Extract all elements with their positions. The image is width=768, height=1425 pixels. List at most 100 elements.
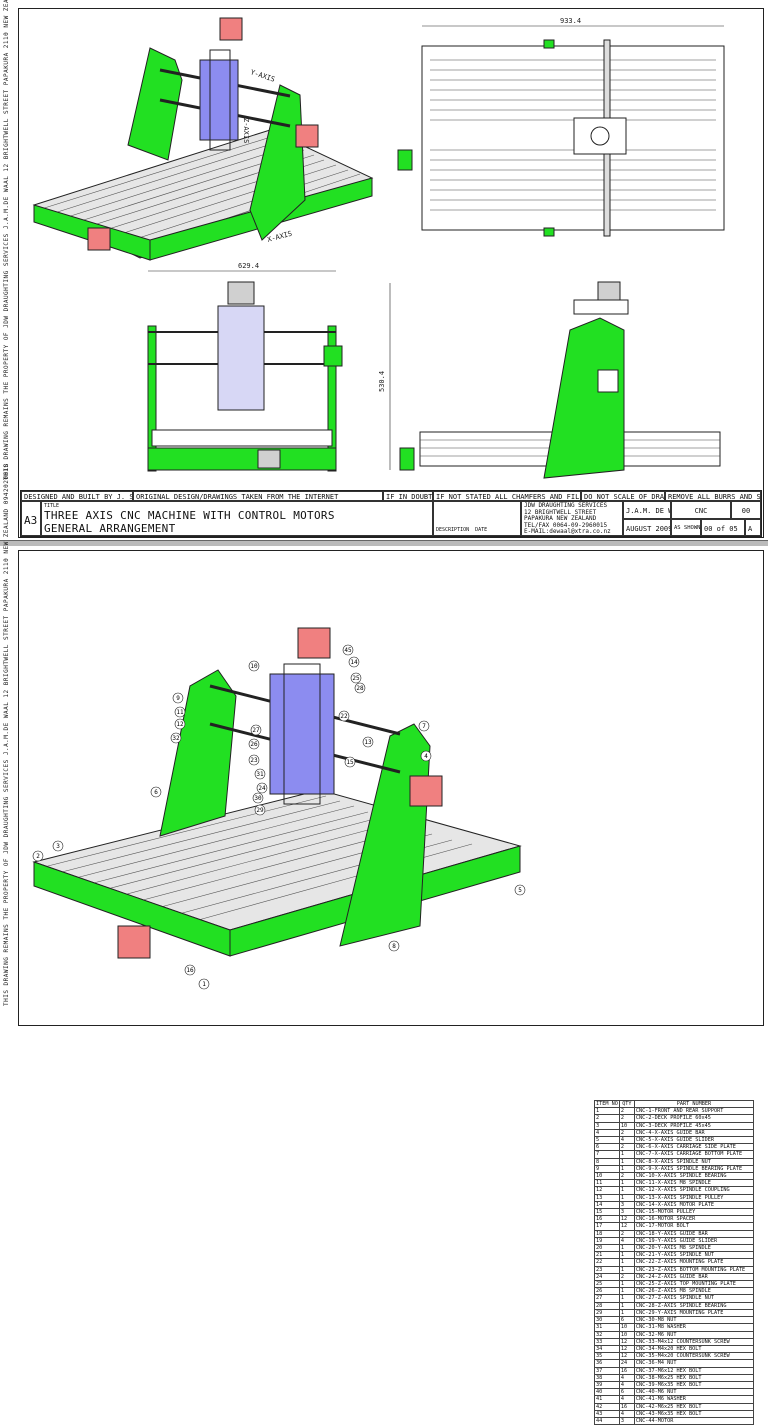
item-balloon-number: 7: [422, 723, 426, 730]
parts-cell-part: CNC-33-M4x12 COUNTERSUNK SCREW: [633, 1337, 755, 1346]
parts-cell-part: CNC-14-X-AXIS MOTOR PLATE: [633, 1200, 755, 1210]
burrs-note: REMOVE ALL BURRS AND SHARP EDGES: [665, 491, 761, 501]
parts-cell-qty: 1: [618, 1251, 635, 1260]
company-phone: TEL/FAX 0064-09-2960015: [524, 521, 608, 529]
parts-cell-part: CNC-23-Z-AXIS BOTTOM MOUNTING PLATE: [633, 1265, 755, 1274]
item-balloon-number: 23: [250, 757, 258, 764]
iso-view: Y-AXIS Z-AXIS X-AXIS: [32, 17, 374, 261]
parts-cell-qty: 1: [618, 1287, 635, 1296]
parts-cell-qty: 1: [618, 1301, 635, 1310]
item-balloon-number: 1: [202, 981, 206, 988]
item-balloon: [388, 940, 400, 952]
parts-cell-part: CNC-27-Z-AXIS SPINDLE NUT: [633, 1294, 755, 1303]
parts-cell-item: 19: [594, 1236, 620, 1246]
parts-cell-part: CNC-10-X-AXIS SPINDLE BEARING: [633, 1172, 755, 1181]
item-balloon: [174, 718, 186, 730]
item-balloon: [338, 710, 350, 722]
parts-cell-item: 24: [594, 1272, 620, 1282]
parts-cell-qty: 4: [618, 1380, 635, 1390]
parts-cell-item: 42: [594, 1402, 620, 1411]
parts-cell-part: CNC-25-Z-AXIS TOP MOUNTING PLATE: [633, 1280, 755, 1289]
item-balloon: [252, 792, 264, 804]
sheet-border: [18, 8, 764, 538]
parts-cell-item: 12: [594, 1186, 620, 1195]
item-balloon: [170, 732, 182, 744]
parts-cell-qty: 3: [618, 1200, 635, 1210]
parts-cell-qty: 6: [618, 1388, 635, 1397]
parts-cell-item: 9: [594, 1164, 620, 1174]
item-balloon-number: 8: [392, 943, 396, 950]
parts-cell-item: 33: [594, 1337, 620, 1346]
item-balloon-number: 26: [250, 741, 258, 748]
parts-cell-item: 40: [594, 1388, 620, 1397]
parts-cell-item: 18: [594, 1229, 620, 1238]
item-balloon: [32, 850, 44, 862]
parts-cell-part: CNC-13-X-AXIS SPINDLE PULLEY: [633, 1193, 755, 1202]
item-balloon-number: 10: [250, 663, 258, 670]
parts-cell-item: 15: [594, 1208, 620, 1217]
parts-cell-part: CNC-43-M6x35 HEX BOLT: [633, 1409, 755, 1418]
item-balloon-number: 5: [518, 887, 522, 894]
parts-cell-qty: 4: [618, 1373, 635, 1382]
header-item-no: ITEM NO: [594, 1099, 620, 1109]
parts-cell-part: CNC-6-X-AXIS CARRIAGE SIDE PLATE: [633, 1143, 755, 1152]
parts-cell-part: CNC-16-MOTOR SPACER: [633, 1215, 755, 1224]
item-balloon-number: 2: [36, 853, 40, 860]
parts-cell-part: CNC-37-M6x12 HEX BOLT: [633, 1366, 755, 1375]
parts-cell-part: CNC-38-M6x25 HEX BOLT: [633, 1373, 755, 1382]
parts-cell-item: 36: [594, 1359, 620, 1368]
parts-cell-part: CNC-12-X-AXIS SPINDLE COUPLING: [633, 1186, 755, 1195]
parts-cell-qty: 1: [618, 1164, 635, 1174]
drawing-views: Y-AXIS Z-AXIS X-AXIS 933.4: [32, 17, 725, 479]
item-balloon: [250, 724, 262, 736]
title-block: DESIGNED AND BUILT BY J. STINISSEN ORIGI…: [20, 490, 762, 537]
item-balloon: [514, 884, 526, 896]
parts-cell-item: 23: [594, 1265, 620, 1274]
company-block: JDW DRAUGHTING SERVICES 12 BRIGHTWELL ST…: [521, 501, 623, 536]
z-axis-label: Z-AXIS: [242, 118, 250, 143]
drawing-sheet-general-arrangement: THIS DRAWING REMAINS THE PROPERTY OF JDW…: [0, 0, 768, 540]
item-balloon: [348, 656, 360, 668]
rev-description: DESCRIPTION: [436, 527, 470, 533]
parts-cell-qty: 1: [618, 1179, 635, 1188]
drawing-date: AUGUST 2009: [623, 519, 671, 536]
parts-cell-part: CNC-44-MOTOR: [633, 1416, 755, 1425]
item-balloon-number: 30: [254, 795, 262, 802]
parts-cell-part: CNC-3-DECK PROFILE 45x45: [633, 1121, 755, 1130]
exploded-iso-view: 4525142810911123227262331243029227462315…: [32, 627, 526, 990]
parts-cell-qty: 1: [618, 1244, 635, 1253]
item-balloon: [248, 660, 260, 672]
item-balloon-number: 9: [176, 695, 180, 702]
title-cell: TITLE THREE AXIS CNC MACHINE WITH CONTRO…: [41, 501, 433, 536]
parts-cell-part: CNC-30-M8 NUT: [633, 1316, 755, 1325]
drawing-number: 00: [731, 501, 761, 519]
sheet-number: 00 of 05: [701, 519, 745, 536]
parts-cell-qty: 1: [618, 1258, 635, 1267]
item-balloon-number: 25: [352, 675, 360, 682]
parts-cell-qty: 1: [618, 1193, 635, 1202]
parts-cell-part: CNC-28-Z-AXIS SPINDLE BEARING: [633, 1301, 755, 1310]
item-balloon: [172, 692, 184, 704]
parts-cell-item: 37: [594, 1366, 620, 1375]
parts-cell-qty: 1: [618, 1308, 635, 1318]
parts-cell-qty: 10: [618, 1121, 635, 1130]
item-balloon: [420, 750, 432, 762]
header-qty: QTY: [618, 1099, 635, 1109]
parts-cell-part: CNC-17-MOTOR BOLT: [633, 1222, 755, 1231]
item-balloon-number: 15: [346, 759, 354, 766]
parts-cell-part: CNC-34-M4x20 HEX BOLT: [633, 1344, 755, 1354]
